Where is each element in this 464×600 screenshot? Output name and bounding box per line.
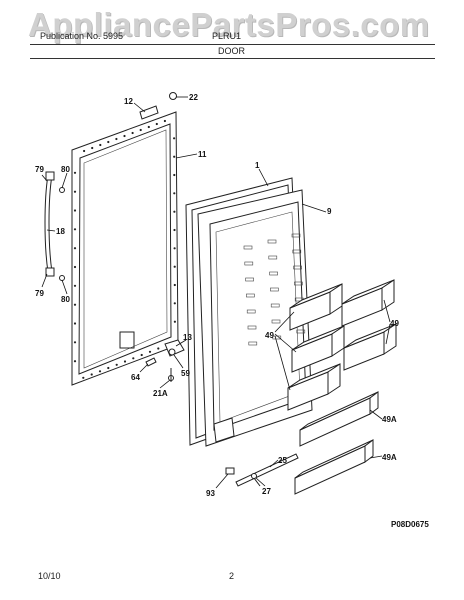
callout-80-top: 80	[61, 165, 70, 174]
header-rule-bottom	[30, 58, 435, 59]
inner-door-liner	[197, 189, 313, 447]
callout-49a-lower: 49A	[382, 453, 397, 462]
callout-labels: 12 22 11 1 9 79 80 18 79 80 13 59 64 21A…	[35, 93, 429, 529]
callout-93: 93	[206, 489, 215, 498]
callout-22: 22	[189, 93, 198, 102]
callout-59: 59	[181, 369, 190, 378]
header-rule-top	[30, 44, 435, 45]
callout-9: 9	[327, 207, 332, 216]
callout-49-right: 49	[390, 319, 399, 328]
watermark: AppliancePartsPros.com	[28, 6, 430, 43]
callout-79-bottom: 79	[35, 289, 44, 298]
long-door-shelves	[294, 391, 379, 495]
publication-number: Publication No. 5995	[40, 31, 124, 41]
callout-27: 27	[262, 487, 271, 496]
outer-door-panel	[71, 111, 179, 386]
callout-1: 1	[255, 161, 260, 170]
footer-page-number: 2	[229, 571, 235, 581]
callout-12: 12	[124, 97, 133, 106]
top-hinge-parts	[139, 92, 177, 120]
callout-49-left: 49	[265, 331, 274, 340]
callout-21a: 21A	[153, 389, 168, 398]
callout-25: 25	[278, 456, 287, 465]
callout-64: 64	[131, 373, 140, 382]
callout-13: 13	[183, 333, 192, 342]
callout-leaders	[41, 96, 391, 489]
figure-code: P08D0675	[391, 520, 429, 529]
callout-49a-upper: 49A	[382, 415, 397, 424]
section-title: DOOR	[218, 46, 245, 56]
model-number: PLRU1	[212, 31, 242, 41]
callout-80-bottom: 80	[61, 295, 70, 304]
callout-11: 11	[198, 150, 207, 159]
callout-18: 18	[56, 227, 65, 236]
door-bins	[287, 279, 397, 411]
bottom-trim-and-screws	[225, 453, 299, 487]
callout-79-top: 79	[35, 165, 44, 174]
footer-date: 10/10	[38, 571, 61, 581]
